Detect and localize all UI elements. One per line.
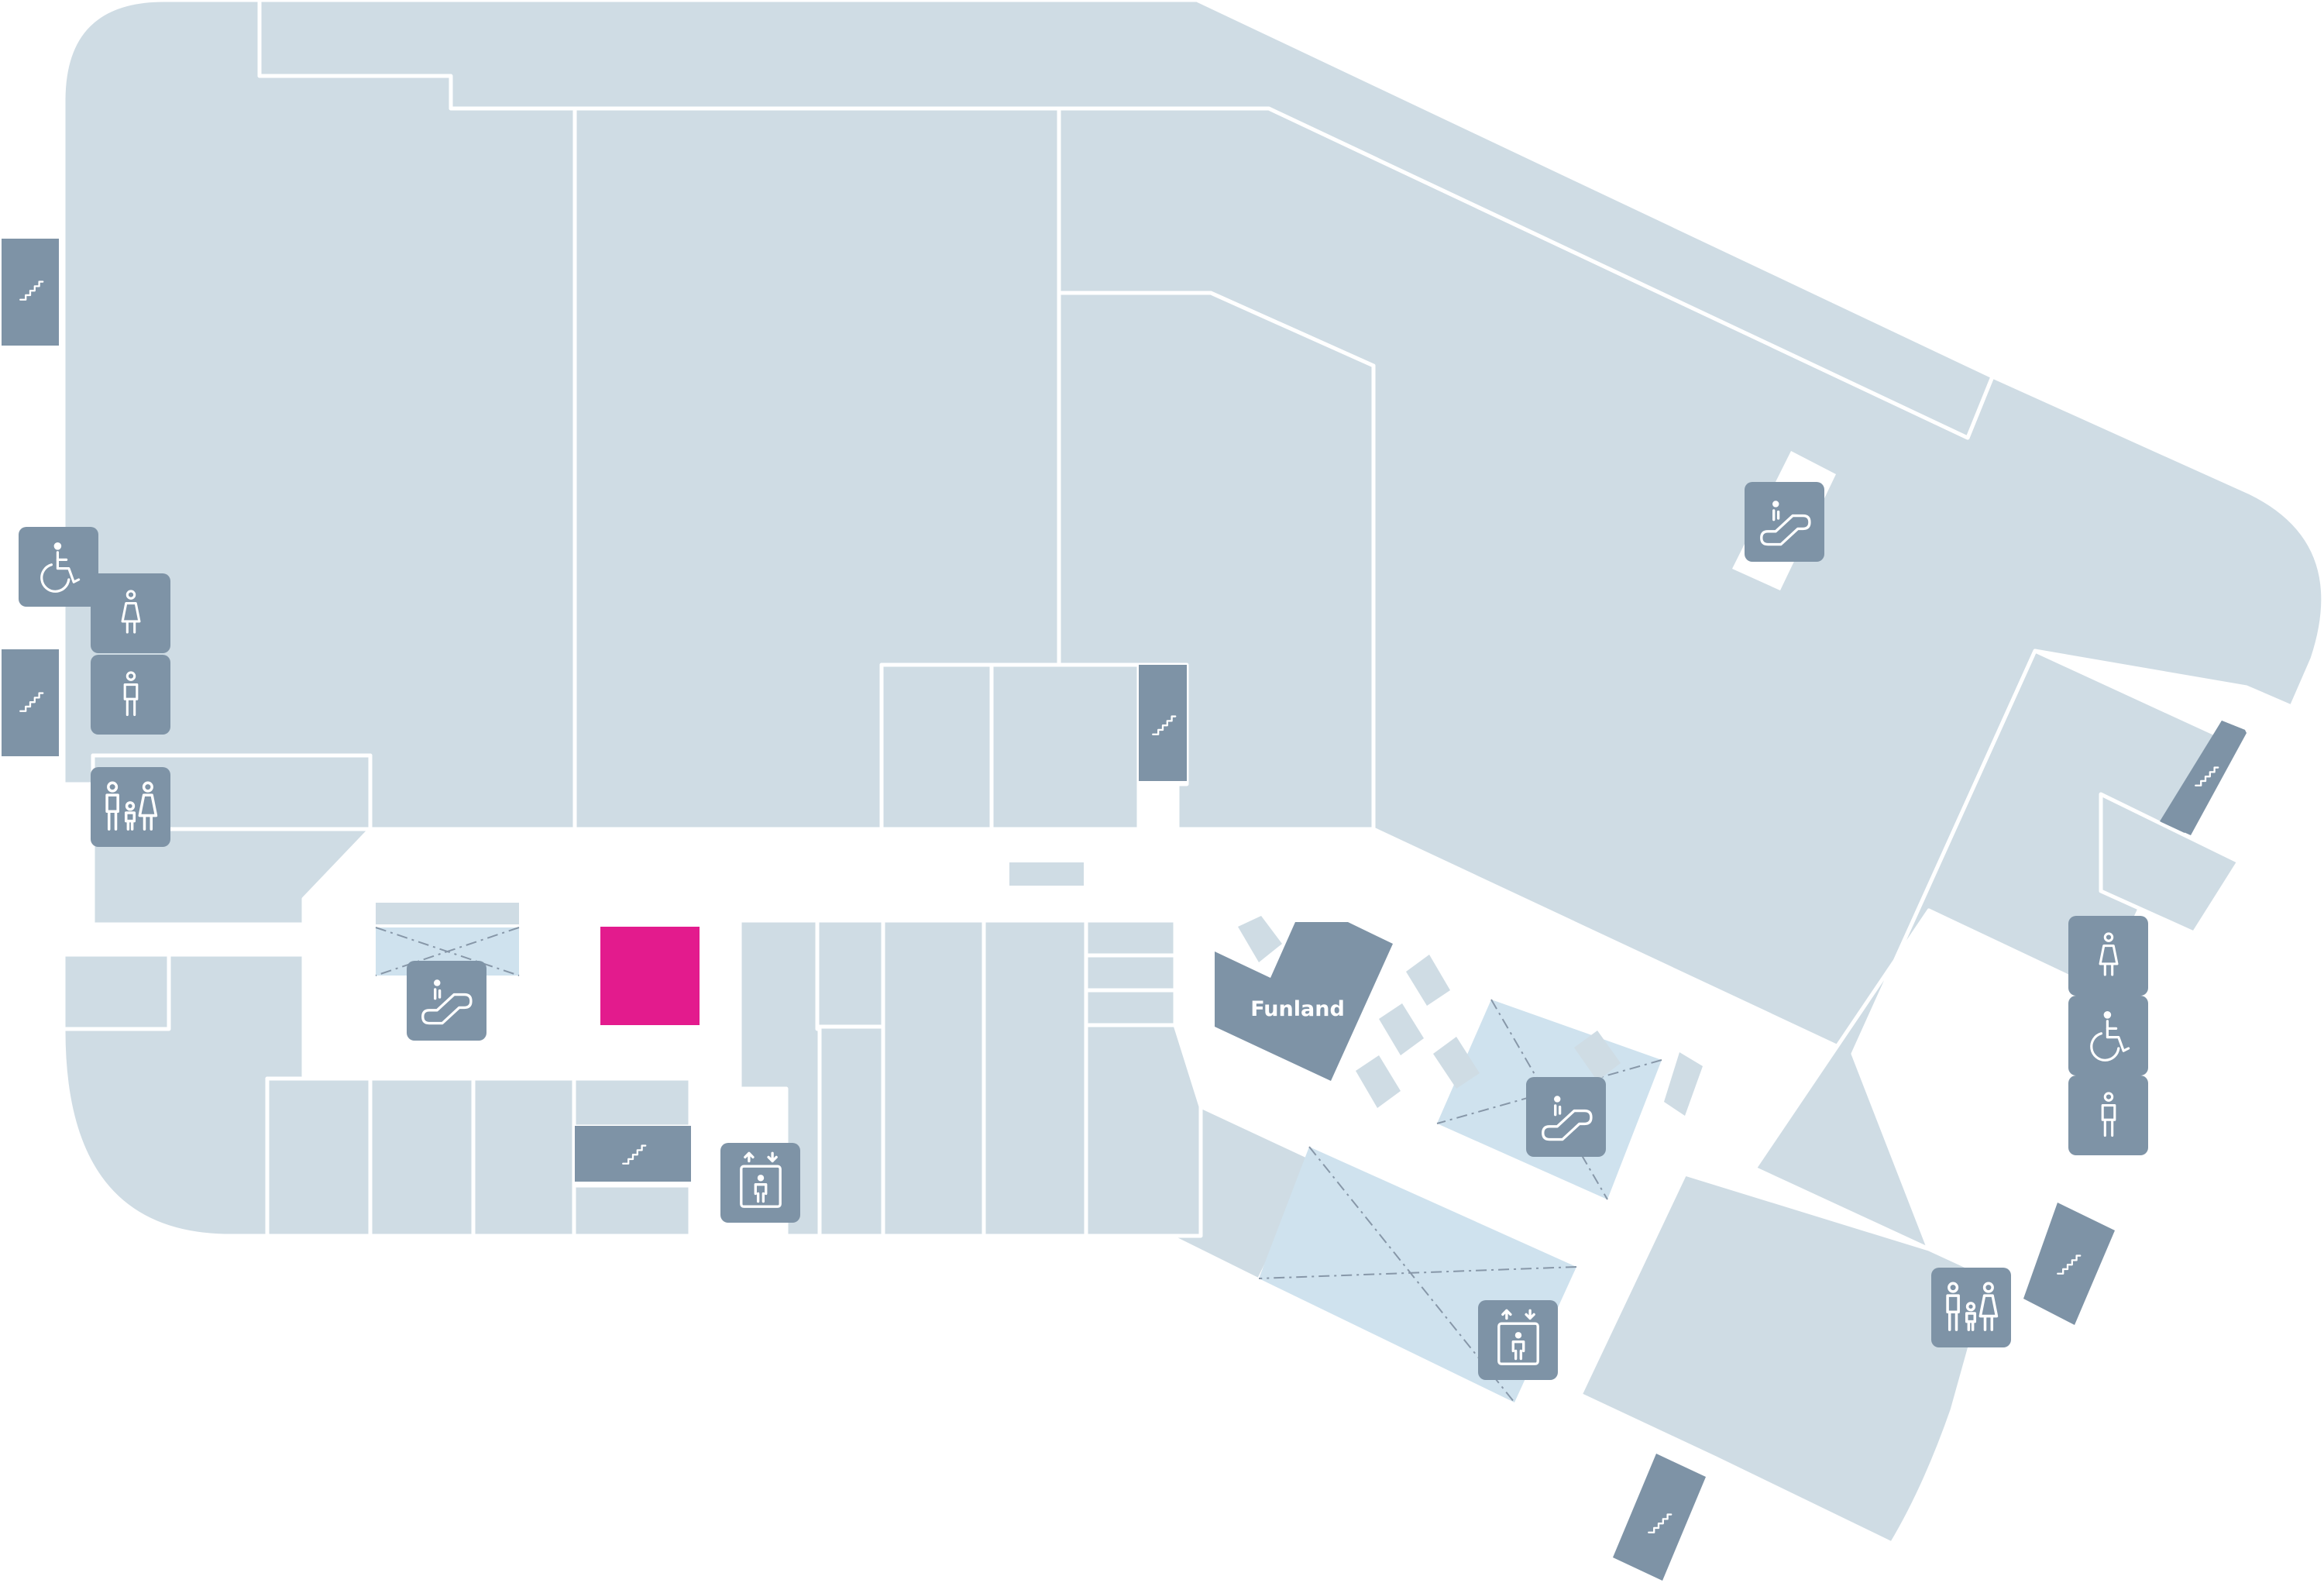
facility-icons [19,280,2219,1533]
unit-center-south-h[interactable] [1084,988,1177,1027]
unit-south-diagonal[interactable] [1167,1104,1319,1282]
kiosk-4[interactable] [1356,1055,1401,1108]
kiosk-5[interactable] [1433,1037,1480,1089]
unit-east-corner[interactable] [2099,792,2241,935]
unit-north-strip[interactable] [257,0,1995,440]
unit-south-1[interactable] [265,1076,373,1238]
unit-south-2[interactable] [368,1076,476,1238]
unit-south-4[interactable] [572,1076,693,1129]
kiosk-7[interactable] [1664,1052,1703,1116]
funland-label: Funland [1250,997,1345,1021]
unit-center-south-i[interactable] [1084,1023,1203,1238]
family-room-tile[interactable] [1931,1268,2011,1347]
kiosks [1238,916,1703,1116]
unit-center-south-d[interactable] [881,918,986,1238]
unit-west-lower[interactable] [91,827,373,927]
unit-south-east[interactable] [1578,1172,1992,1546]
male-toilet-tile[interactable] [91,655,170,735]
unit-center-south-c[interactable] [817,1024,885,1238]
unit-south-west[interactable] [61,952,171,1031]
store-units [61,0,2324,1546]
unit-center-south-b[interactable] [815,918,885,1031]
lift-tile-south[interactable] [1478,1300,1558,1380]
unit-south-5[interactable] [572,1183,693,1238]
unit-center-south-f[interactable] [1084,918,1177,958]
facility-blocks [2,239,2247,1581]
lift-tile-center[interactable] [720,1143,800,1223]
funland-store[interactable] [1215,922,1393,1081]
stairs-block-east-2[interactable] [2161,721,2247,835]
female-toilet-tile[interactable] [91,573,170,653]
unit-center-south-e[interactable] [982,918,1088,1238]
stairs-block-south-bottom[interactable] [1613,1454,1706,1581]
unit-center-south-g[interactable] [1084,953,1177,993]
unit-south-3[interactable] [471,1076,576,1238]
unit-south-west-big[interactable] [61,952,306,1238]
unit-small-a[interactable] [879,662,994,831]
female-toilet-tile[interactable] [2068,916,2148,996]
unit-small-b[interactable] [989,662,1141,831]
stairs-block-center[interactable] [1139,665,1187,781]
family-room-tile[interactable] [91,767,170,847]
male-toilet-tile[interactable] [2068,1075,2148,1155]
highlighted-store[interactable] [600,927,700,1025]
kiosk-6[interactable] [1574,1031,1621,1081]
kiosk-1[interactable] [1238,916,1282,962]
kiosk-escalator-top[interactable] [376,903,519,924]
kiosk-2[interactable] [1406,955,1450,1006]
kiosk-corridor[interactable] [1009,862,1084,886]
kiosk-3[interactable] [1379,1003,1424,1055]
